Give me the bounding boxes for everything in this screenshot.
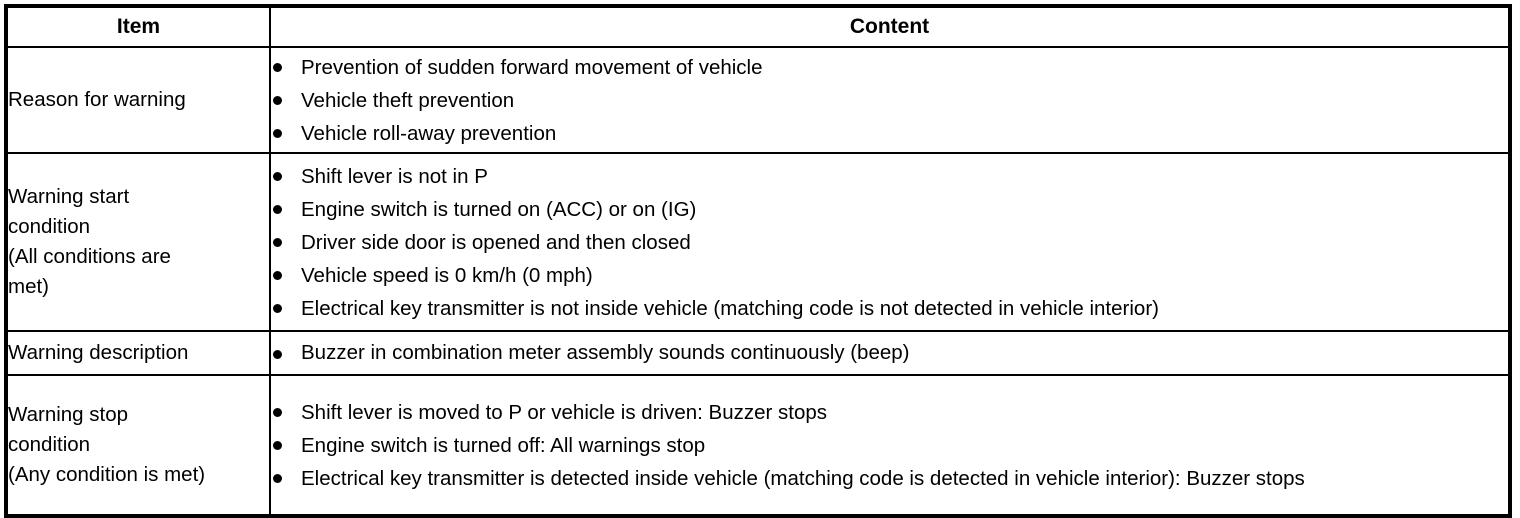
- item-cell-warning-description: Warning description: [5, 330, 271, 376]
- bullet-dot-icon: [273, 350, 282, 359]
- bullet-dot-icon: [273, 407, 282, 417]
- list-item: Electrical key transmitter is detected i…: [271, 462, 1508, 495]
- spec-table-container: Item Content Reason for warning Preventi…: [4, 4, 1512, 518]
- item-label-line: Reason for warning: [8, 88, 186, 111]
- column-header-content: Content: [269, 5, 1511, 48]
- list-item: Prevention of sudden forward movement of…: [271, 51, 1508, 84]
- content-cell-warning-description: Buzzer in combination meter assembly sou…: [269, 330, 1511, 376]
- list-item-text: Buzzer in combination meter assembly sou…: [301, 341, 910, 364]
- table-header-row: Item Content: [5, 5, 1511, 48]
- column-header-item: Item: [5, 5, 271, 48]
- bullet-dot-icon: [273, 270, 282, 280]
- bullet-dot-icon: [273, 171, 282, 181]
- bullet-dot-icon: [273, 62, 282, 72]
- list-item-text: Vehicle theft prevention: [301, 88, 515, 112]
- list-item: Engine switch is turned off: All warning…: [271, 429, 1508, 462]
- item-label-line: condition: [8, 215, 91, 238]
- list-item: Shift lever is moved to P or vehicle is …: [271, 396, 1508, 429]
- list-item: Vehicle speed is 0 km/h (0 mph): [271, 259, 1508, 292]
- table-header: Item Content: [5, 5, 1511, 48]
- list-item-text: Driver side door is opened and then clos…: [301, 230, 691, 254]
- list-item-text: Vehicle roll-away prevention: [301, 121, 557, 145]
- list-item-text: Shift lever is moved to P or vehicle is …: [301, 400, 828, 424]
- list-item: Vehicle theft prevention: [271, 84, 1508, 117]
- bullet-dot-icon: [273, 303, 282, 313]
- bullet-list: Shift lever is moved to P or vehicle is …: [271, 396, 1508, 495]
- bullet-list: Buzzer in combination meter assembly sou…: [271, 338, 1508, 368]
- list-item: Buzzer in combination meter assembly sou…: [271, 338, 1508, 368]
- content-cell-warning-stop-condition: Shift lever is moved to P or vehicle is …: [269, 374, 1511, 517]
- table-row: Warning stop condition (Any condition is…: [5, 374, 1511, 517]
- list-item-text: Prevention of sudden forward movement of…: [301, 55, 763, 79]
- list-item: Driver side door is opened and then clos…: [271, 226, 1508, 259]
- list-item-text: Electrical key transmitter is not inside…: [301, 296, 1159, 320]
- list-item: Shift lever is not in P: [271, 160, 1508, 193]
- bullet-dot-icon: [273, 237, 282, 247]
- warning-spec-table: Item Content Reason for warning Preventi…: [4, 4, 1512, 518]
- item-label-line: (All conditions are: [8, 245, 171, 268]
- bullet-dot-icon: [273, 440, 282, 450]
- table-body: Reason for warning Prevention of sudden …: [5, 46, 1511, 517]
- content-cell-reason-for-warning: Prevention of sudden forward movement of…: [269, 46, 1511, 154]
- table-row: Reason for warning Prevention of sudden …: [5, 46, 1511, 154]
- list-item: Engine switch is turned on (ACC) or on (…: [271, 193, 1508, 226]
- list-item-text: Engine switch is turned on (ACC) or on (…: [301, 197, 697, 221]
- bullet-list: Shift lever is not in P Engine switch is…: [271, 160, 1508, 325]
- list-item-text: Vehicle speed is 0 km/h (0 mph): [301, 263, 593, 287]
- item-label-line: met): [8, 275, 49, 298]
- list-item: Vehicle roll-away prevention: [271, 117, 1508, 150]
- bullet-dot-icon: [273, 204, 282, 214]
- item-label-line: Warning stop: [8, 403, 129, 426]
- bullet-dot-icon: [273, 473, 282, 483]
- item-label-line: Warning start: [8, 185, 130, 208]
- list-item-text: Engine switch is turned off: All warning…: [301, 433, 706, 457]
- list-item-text: Electrical key transmitter is detected i…: [301, 466, 1305, 490]
- item-cell-warning-stop-condition: Warning stop condition (Any condition is…: [5, 374, 271, 517]
- content-cell-warning-start-condition: Shift lever is not in P Engine switch is…: [269, 152, 1511, 332]
- bullet-dot-icon: [273, 95, 282, 105]
- list-item: Electrical key transmitter is not inside…: [271, 292, 1508, 325]
- item-cell-reason-for-warning: Reason for warning: [5, 46, 271, 154]
- bullet-dot-icon: [273, 128, 282, 138]
- table-row: Warning description Buzzer in combinatio…: [5, 330, 1511, 376]
- bullet-list: Prevention of sudden forward movement of…: [271, 51, 1508, 150]
- table-row: Warning start condition (All conditions …: [5, 152, 1511, 332]
- item-label-line: (Any condition is met): [8, 463, 206, 486]
- list-item-text: Shift lever is not in P: [301, 164, 488, 188]
- item-cell-warning-start-condition: Warning start condition (All conditions …: [5, 152, 271, 332]
- item-label-line: condition: [8, 433, 91, 456]
- item-label-line: Warning description: [8, 341, 189, 364]
